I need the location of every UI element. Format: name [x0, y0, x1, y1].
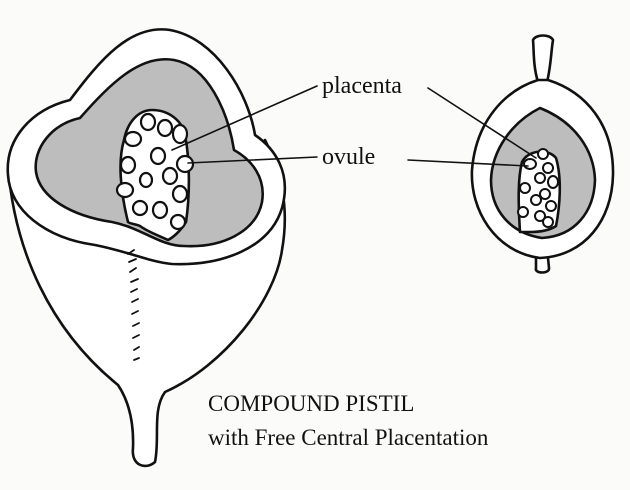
small-pistil-stalk [534, 256, 551, 274]
small-pistil-style [531, 34, 555, 84]
ovule-icon [149, 146, 167, 166]
ovule-icon [175, 154, 195, 174]
leader-line-placenta-right [427, 87, 537, 159]
ovule-icon [139, 112, 157, 132]
caption-title: COMPOUND PISTIL [208, 391, 415, 416]
ovule-icon [131, 199, 149, 217]
ovule-icon [169, 213, 187, 231]
placenta-label: placenta [322, 73, 402, 99]
leader-line-placenta-left [171, 85, 318, 151]
ovule-icon [517, 206, 529, 218]
ovule-icon [115, 181, 135, 199]
ovule-icon [537, 148, 549, 160]
ovule-icon [545, 200, 557, 212]
leader-lines [171, 85, 537, 167]
caption-subtitle: with Free Central Placentation [208, 425, 489, 450]
small-pistil [470, 34, 615, 274]
ovule-label: ovule [322, 144, 376, 170]
ovule-icon [519, 182, 531, 194]
ovule-icon [161, 166, 179, 186]
large-pistil [6, 28, 287, 468]
ovule-icon [547, 175, 559, 189]
small-ovules [517, 148, 559, 228]
leader-line-ovule-right [407, 159, 529, 167]
ovule-icon [530, 194, 542, 206]
large-ovules [115, 112, 195, 231]
ovule-icon [156, 118, 174, 138]
ovule-icon [539, 188, 551, 200]
ovule-icon [151, 200, 169, 220]
large-suture-marks [127, 249, 140, 361]
ovule-icon [171, 123, 189, 145]
ovule-icon [534, 210, 546, 222]
ovule-icon [534, 172, 546, 184]
leader-line-ovule-left [187, 156, 318, 164]
ovule-icon [171, 184, 189, 204]
ovule-icon [123, 130, 143, 148]
ovule-icon [542, 162, 554, 174]
ovule-icon [523, 158, 537, 170]
ovule-icon [138, 171, 154, 189]
ovule-icon [119, 155, 137, 175]
ovule-icon [542, 216, 554, 228]
